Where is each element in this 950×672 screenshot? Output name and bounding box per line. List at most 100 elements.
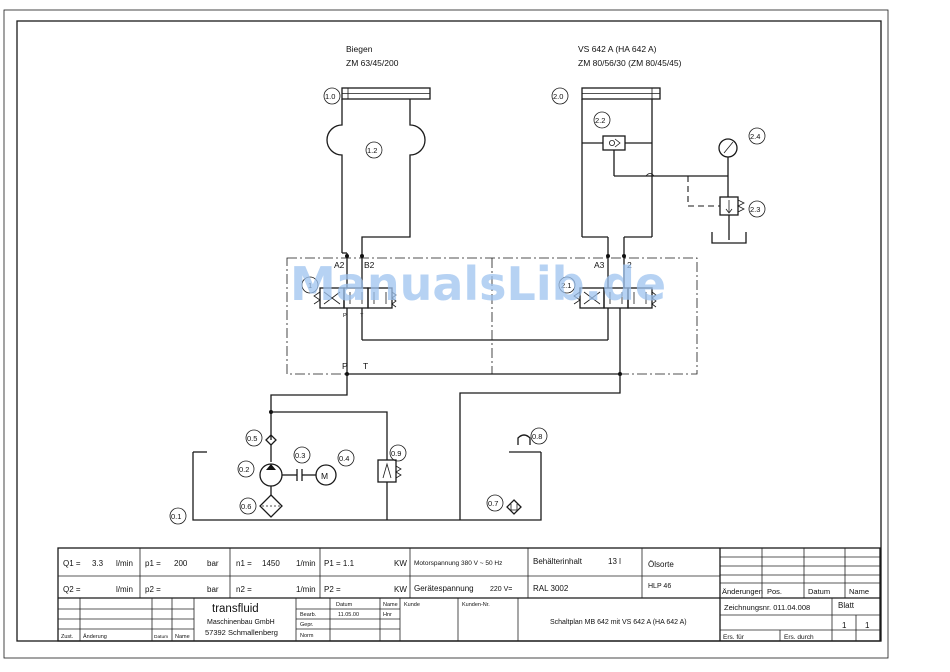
tb-blatt-val1: 1 [842, 621, 847, 630]
label-biegen: Biegen [346, 44, 373, 54]
port-a2: A2 [334, 260, 345, 270]
check-valve-2-2 [602, 135, 626, 151]
outer-frame [3, 9, 889, 659]
directional-valve-2-1 [573, 287, 657, 309]
tb-norm: Norm [300, 633, 314, 639]
node-2-4: 2.4 [750, 132, 760, 141]
tank-0-1 [192, 452, 542, 521]
pilot-line [687, 176, 720, 207]
tb-pos: Pos. [767, 587, 782, 596]
tb-n2-label: n2 = [236, 585, 252, 594]
tb-aenderungen: Änderungen [722, 587, 763, 596]
label-vs: VS 642 A (HA 642 A) [578, 44, 657, 54]
tb-device-voltage-val: 220 V= [490, 586, 512, 593]
tb-motor-voltage: Motorspannung 380 V ~ 50 Hz [414, 560, 502, 567]
cylinder-2-0: VS 642 A (HA 642 A) ZM 80/56/30 (ZM 80/4… [578, 44, 682, 237]
port-a3: A3 [594, 260, 605, 270]
tb-col-kunde: Kunde [404, 602, 420, 608]
tb-schaltplan: Schaltplan MB 642 mit VS 642 A (HA 642 A… [550, 619, 687, 626]
tb-p1-val: 200 [174, 559, 188, 568]
tb-col-name: Name [383, 602, 398, 608]
title-block: Q1 = 3.3 l/min p1 = 200 bar n1 = 1450 1/… [57, 547, 881, 642]
valve1-p: P [343, 313, 347, 319]
cylinder-1-0: Biegen ZM 63/45/200 [341, 44, 431, 108]
tb-P1-unit: KW [394, 559, 407, 568]
tb-device-voltage: Gerätespannung [414, 584, 474, 593]
tb-oil-val: HLP 46 [648, 583, 671, 590]
tb-q1-unit: l/min [116, 559, 133, 568]
node-2-3: 2.3 [750, 205, 760, 214]
node-0-7: 0.7 [488, 499, 498, 508]
tb-b-name: Name [175, 634, 190, 640]
label-vs-model: ZM 80/56/30 (ZM 80/45/45) [578, 58, 682, 68]
node-1: 1 [308, 281, 312, 290]
tb-P2-unit: KW [394, 585, 407, 594]
tb-p1-unit: bar [207, 559, 219, 568]
port-t: T [363, 361, 368, 371]
port-b2: B2 [364, 260, 375, 270]
tb-n1-val: 1450 [262, 559, 280, 568]
tb-zeichnungsnr: Zeichnungsnr. 011.04.008 [724, 603, 810, 612]
tb-tank-val: 13 l [608, 557, 621, 566]
tb-ers-fuer: Ers. für [723, 634, 745, 641]
filter-0-6 [259, 494, 283, 518]
tb-aenderung: Änderung [83, 633, 107, 640]
tb-q1-val: 3.3 [92, 559, 104, 568]
port-2: 2 [627, 260, 632, 270]
node-balloons: 1.0 1.2 2.0 2.2 2.4 2.3 0.5 0.3 0.4 0.2 … [169, 87, 766, 525]
tb-company-line2: Maschinenbau GmbH [207, 619, 275, 626]
tb-n1-label: n1 = [236, 559, 252, 568]
node-0-8: 0.8 [532, 432, 542, 441]
node-1-0: 1.0 [325, 92, 335, 101]
tb-p2-label: p2 = [145, 585, 161, 594]
motor-label: M [321, 471, 328, 481]
tb-n2-unit: 1/min [296, 585, 316, 594]
tb-datum: Datum [808, 587, 830, 596]
tb-company-line3: 57392 Schmallenberg [205, 628, 278, 637]
node-0-1: 0.1 [171, 512, 181, 521]
motor-0-4 [315, 464, 337, 486]
watermark: ManualsLib.de [290, 257, 666, 311]
port-p: P [342, 361, 348, 371]
hose-left [326, 108, 343, 253]
node-2-0: 2.0 [553, 92, 563, 101]
tb-p2-unit: bar [207, 585, 219, 594]
node-0-9: 0.9 [391, 449, 401, 458]
tb-col-datum: Datum [336, 602, 353, 608]
tank-symbol-2-3 [711, 232, 747, 244]
node-0-3: 0.3 [295, 451, 305, 460]
tb-bearb: Bearb. [300, 612, 317, 618]
tb-bearb-date: 11.05.00 [338, 612, 359, 618]
tb-zust: Zust. [61, 634, 74, 640]
tb-n1-unit: 1/min [296, 559, 316, 568]
breather-0-8 [517, 434, 531, 445]
node-2-2: 2.2 [595, 116, 605, 125]
hose-right [361, 108, 426, 253]
tb-blatt: Blatt [838, 601, 855, 610]
node-0-6: 0.6 [241, 502, 251, 511]
tb-ral: RAL 3002 [533, 584, 569, 593]
level-indicator-0-7 [506, 499, 522, 515]
tb-blatt-val2: 1 [865, 621, 870, 630]
check-valve-0-5 [265, 434, 277, 446]
tb-p1-label: p1 = [145, 559, 161, 568]
node-0-4: 0.4 [339, 454, 349, 463]
node-0-5: 0.5 [247, 434, 257, 443]
tb-ers-durch: Ers. durch [784, 634, 814, 641]
tb-col-kunden-nr: Kunden-Nr. [462, 602, 490, 608]
tb-P2-label: P2 = [324, 585, 341, 594]
node-1-2: 1.2 [367, 146, 377, 155]
tb-bearb-name: Hnr [383, 612, 392, 618]
tb-q2-label: Q2 = [63, 585, 81, 594]
return-line [459, 374, 621, 520]
tb-P1-label: P1 = 1.1 [324, 559, 355, 568]
tb-q1-label: Q1 = [63, 559, 81, 568]
tb-oil-label: Ölsorte [648, 560, 674, 569]
tb-company: transfluid [212, 603, 259, 615]
label-biegen-model: ZM 63/45/200 [346, 58, 399, 68]
tb-q2-unit: l/min [116, 585, 133, 594]
tb-tank-label: Behälterinhalt [533, 557, 583, 566]
tb-gepr: Gepr. [300, 622, 314, 628]
pressure-line [270, 374, 348, 440]
